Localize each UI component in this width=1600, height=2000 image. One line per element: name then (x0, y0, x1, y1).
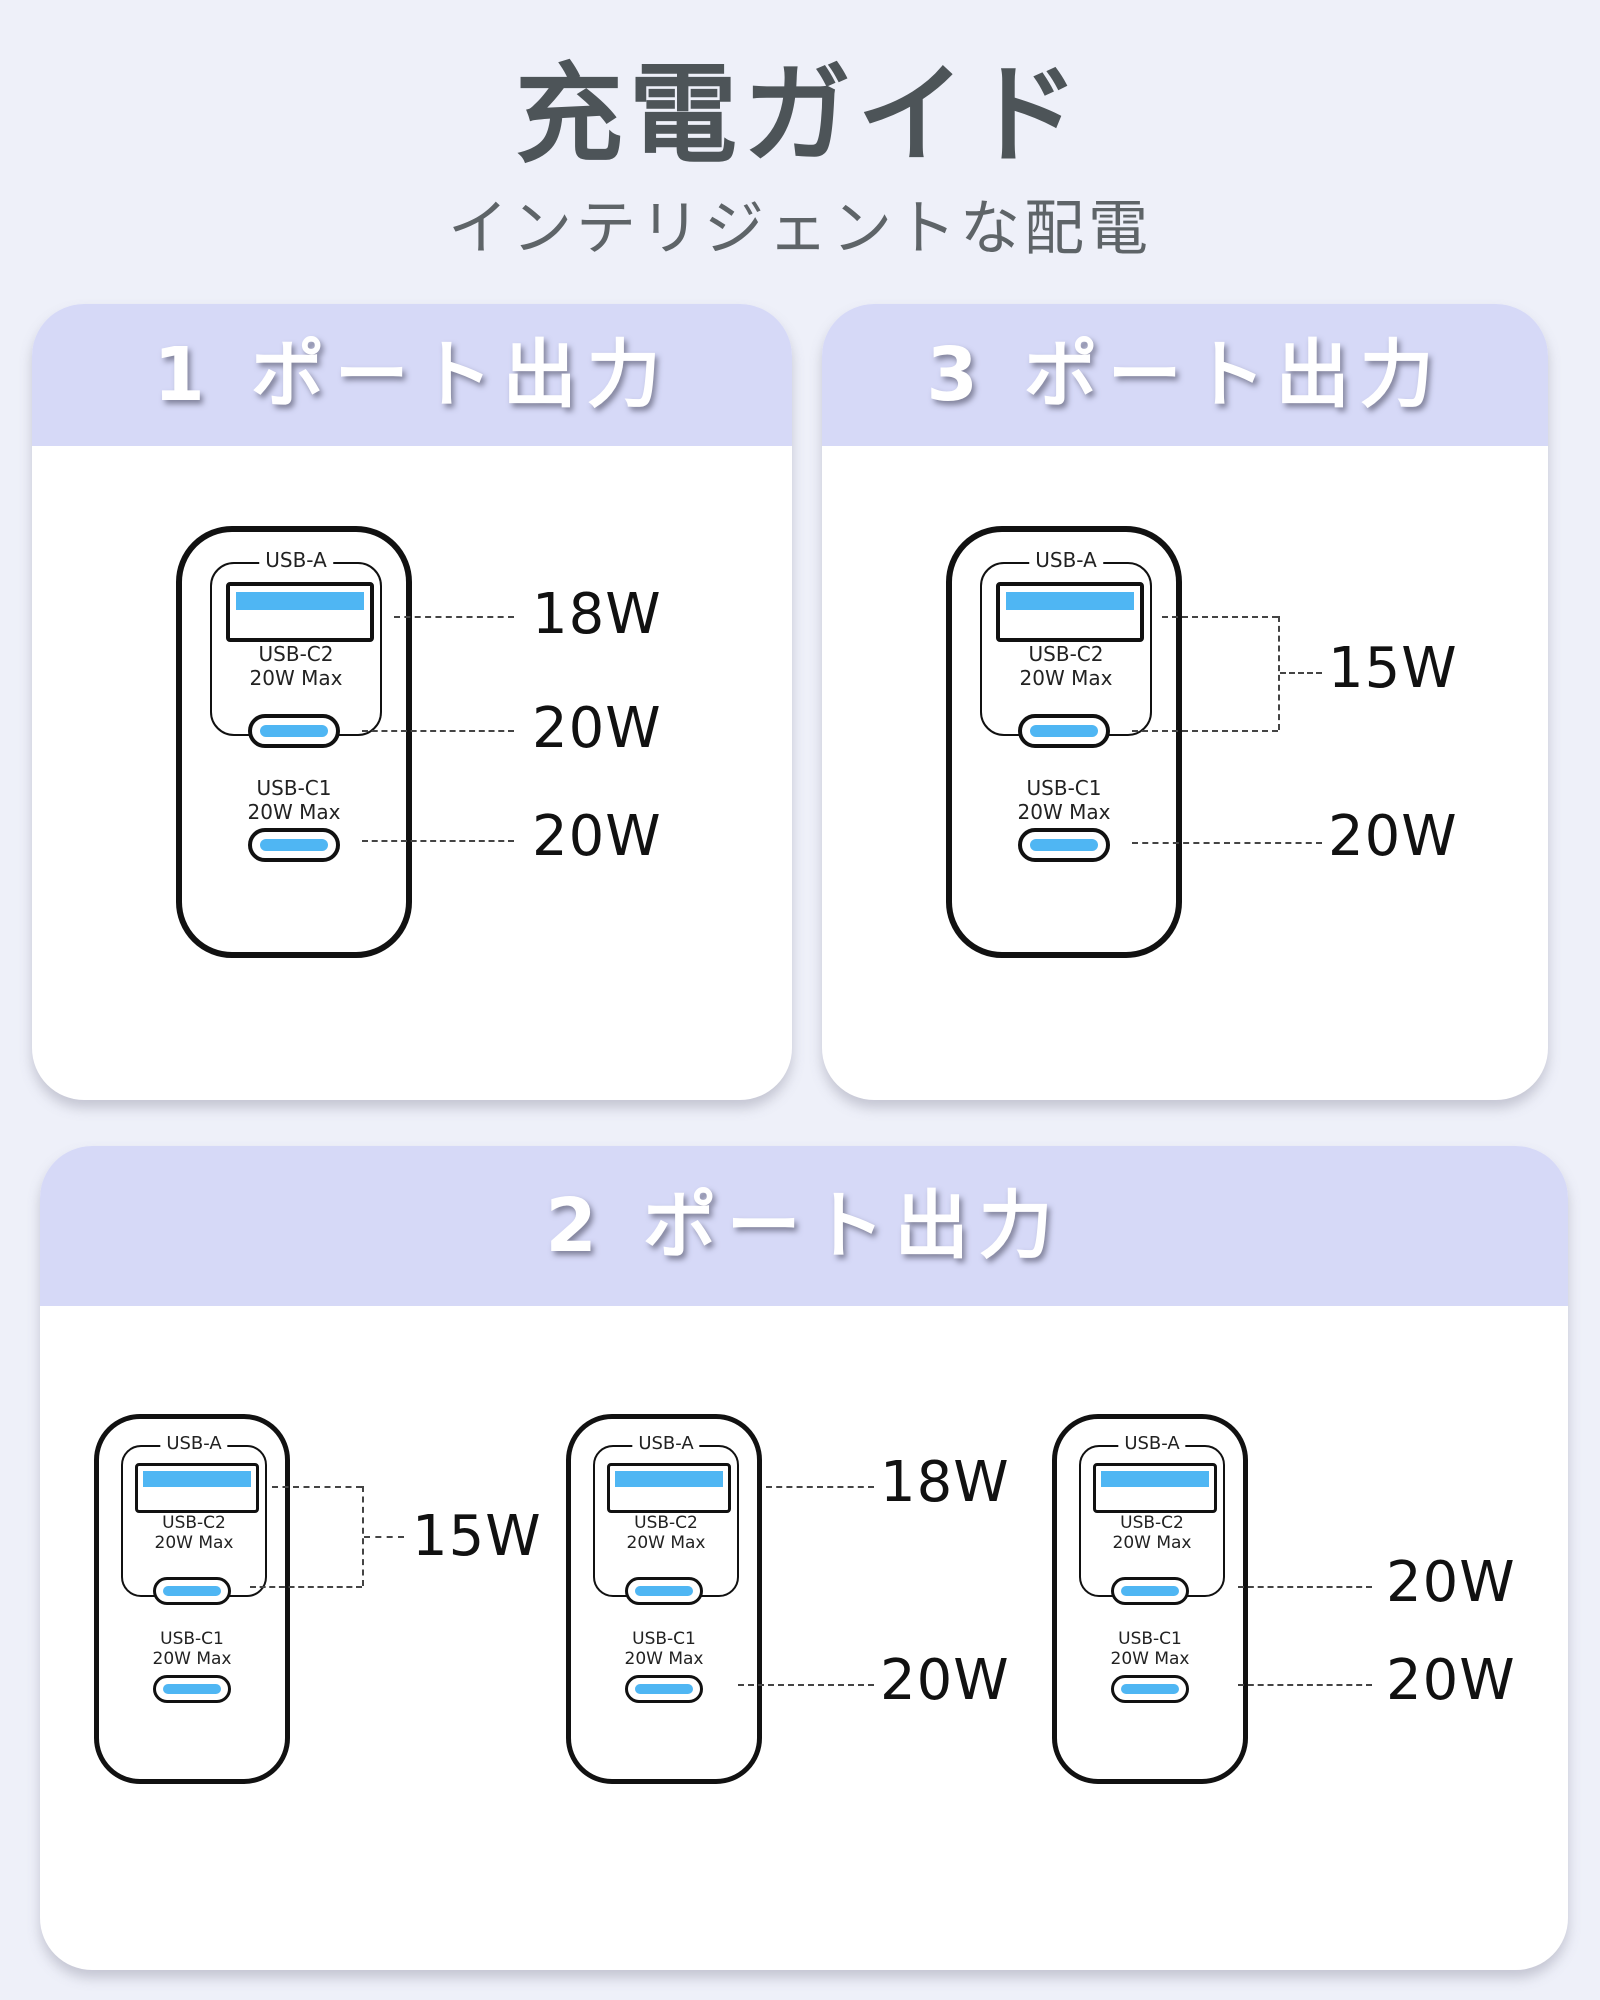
usb-c1-port (248, 828, 340, 862)
card-one-port-body: USB-A USB-C2 20W Max USB-C1 20W Max 18W … (32, 446, 792, 1100)
usb-a-port (607, 1463, 731, 1513)
shared-output: 15W (1328, 636, 1458, 701)
leader-line (738, 1684, 874, 1686)
usb-a-label: USB-A (632, 1433, 700, 1454)
usb-a-label: USB-A (259, 548, 333, 572)
bracket-line (1278, 616, 1280, 730)
usb-c1-max: 20W Max (1017, 800, 1111, 824)
charger-diagram: USB-A USB-C2 20W Max USB-C1 20W Max (566, 1414, 762, 1784)
leader-line (1132, 842, 1322, 844)
card-two-port-body: USB-A USB-C2 20W Max USB-C1 20W Max 15W … (40, 1306, 1568, 1970)
usb-a-label: USB-A (160, 1433, 228, 1454)
charger-diagram: USB-A USB-C2 20W Max USB-C1 20W Max (1052, 1414, 1248, 1784)
charger-diagram: USB-A USB-C2 20W Max USB-C1 20W Max (946, 526, 1182, 958)
usb-c1-label-group: USB-C1 20W Max (182, 776, 406, 824)
usb-a-c2-group: USB-A USB-C2 20W Max (210, 548, 382, 736)
leader-line (1238, 1586, 1372, 1588)
leader-line (394, 616, 514, 618)
usb-a-c2-group: USB-A USB-C2 20W Max (593, 1433, 739, 1597)
usb-c2-label: USB-C2 (1028, 642, 1104, 666)
usb-c1-label-group: USB-C1 20W Max (99, 1629, 285, 1669)
usb-c1-max: 20W Max (247, 800, 341, 824)
usb-a-port (1093, 1463, 1217, 1513)
usb-c2-output: 20W (532, 696, 662, 761)
usb-c1-label-group: USB-C1 20W Max (571, 1629, 757, 1669)
usb-c2-label-group: USB-C2 20W Max (595, 1513, 737, 1553)
card-three-port: 3 ポート出力 USB-A USB-C2 20W Max USB-C1 20W … (822, 304, 1548, 1100)
leader-line (364, 1536, 404, 1538)
usb-a-port (135, 1463, 259, 1513)
usb-c2-label: USB-C2 (634, 1513, 698, 1533)
card-three-port-title: 3 ポート出力 (822, 304, 1548, 446)
card-one-port: 1 ポート出力 USB-A USB-C2 20W Max USB-C1 20W … (32, 304, 792, 1100)
usb-c1-output: 20W (1328, 804, 1458, 869)
usb-c1-output: 20W (532, 804, 662, 869)
combo2-usb-a-output: 18W (880, 1450, 1010, 1515)
card-two-port: 2 ポート出力 USB-A USB-C2 20W Max USB-C1 20W … (40, 1146, 1568, 1970)
usb-a-c2-group: USB-A USB-C2 20W Max (121, 1433, 267, 1597)
usb-c2-max: 20W Max (1112, 1533, 1192, 1553)
usb-c2-port (248, 714, 340, 748)
usb-c1-label: USB-C1 (1026, 776, 1102, 800)
usb-c1-max: 20W Max (152, 1649, 232, 1669)
leader-line (1238, 1684, 1372, 1686)
usb-c2-label-group: USB-C2 20W Max (982, 642, 1150, 690)
usb-c1-label: USB-C1 (256, 776, 332, 800)
leader-line (766, 1486, 874, 1488)
usb-c2-max: 20W Max (1019, 666, 1113, 690)
page-subtitle: インテリジェントな配電 (448, 194, 1152, 264)
usb-c2-max: 20W Max (249, 666, 343, 690)
usb-a-label: USB-A (1029, 548, 1103, 572)
charger-diagram: USB-A USB-C2 20W Max USB-C1 20W Max (176, 526, 412, 958)
usb-c2-port (625, 1577, 703, 1605)
usb-c2-max: 20W Max (626, 1533, 706, 1553)
usb-c2-label-group: USB-C2 20W Max (212, 642, 380, 690)
combo3-usb-c2-output: 20W (1386, 1550, 1516, 1615)
usb-c1-port (153, 1675, 231, 1703)
leader-line (1132, 730, 1278, 732)
bracket-line (362, 1486, 364, 1586)
usb-c2-label-group: USB-C2 20W Max (1081, 1513, 1223, 1553)
card-two-port-title: 2 ポート出力 (40, 1146, 1568, 1306)
leader-line (362, 730, 514, 732)
usb-c1-label-group: USB-C1 20W Max (952, 776, 1176, 824)
usb-a-output: 18W (532, 582, 662, 647)
usb-c1-label: USB-C1 (632, 1629, 696, 1649)
usb-c1-label: USB-C1 (1118, 1629, 1182, 1649)
usb-c2-port (153, 1577, 231, 1605)
page-title: 充電ガイド (514, 53, 1085, 178)
usb-c2-label: USB-C2 (258, 642, 334, 666)
combo1-shared-output: 15W (412, 1504, 542, 1569)
usb-c1-label: USB-C1 (160, 1629, 224, 1649)
usb-a-label: USB-A (1118, 1433, 1186, 1454)
usb-a-port (996, 582, 1144, 642)
usb-c2-port (1111, 1577, 1189, 1605)
usb-c2-label-group: USB-C2 20W Max (123, 1513, 265, 1553)
usb-c1-port (625, 1675, 703, 1703)
card-one-port-title: 1 ポート出力 (32, 304, 792, 446)
usb-c2-max: 20W Max (154, 1533, 234, 1553)
usb-a-port (226, 582, 374, 642)
leader-line (1162, 616, 1278, 618)
usb-c1-port (1111, 1675, 1189, 1703)
usb-c1-max: 20W Max (1110, 1649, 1190, 1669)
usb-c2-label: USB-C2 (162, 1513, 226, 1533)
leader-line (1280, 672, 1322, 674)
leader-line (250, 1586, 362, 1588)
charger-diagram: USB-A USB-C2 20W Max USB-C1 20W Max (94, 1414, 290, 1784)
usb-c2-label: USB-C2 (1120, 1513, 1184, 1533)
card-three-port-body: USB-A USB-C2 20W Max USB-C1 20W Max 15W … (822, 446, 1548, 1100)
usb-a-c2-group: USB-A USB-C2 20W Max (980, 548, 1152, 736)
usb-c1-port (1018, 828, 1110, 862)
usb-c1-max: 20W Max (624, 1649, 704, 1669)
leader-line (362, 840, 514, 842)
usb-a-c2-group: USB-A USB-C2 20W Max (1079, 1433, 1225, 1597)
usb-c2-port (1018, 714, 1110, 748)
combo2-usb-c1-output: 20W (880, 1648, 1010, 1713)
leader-line (272, 1486, 362, 1488)
combo3-usb-c1-output: 20W (1386, 1648, 1516, 1713)
usb-c1-label-group: USB-C1 20W Max (1057, 1629, 1243, 1669)
